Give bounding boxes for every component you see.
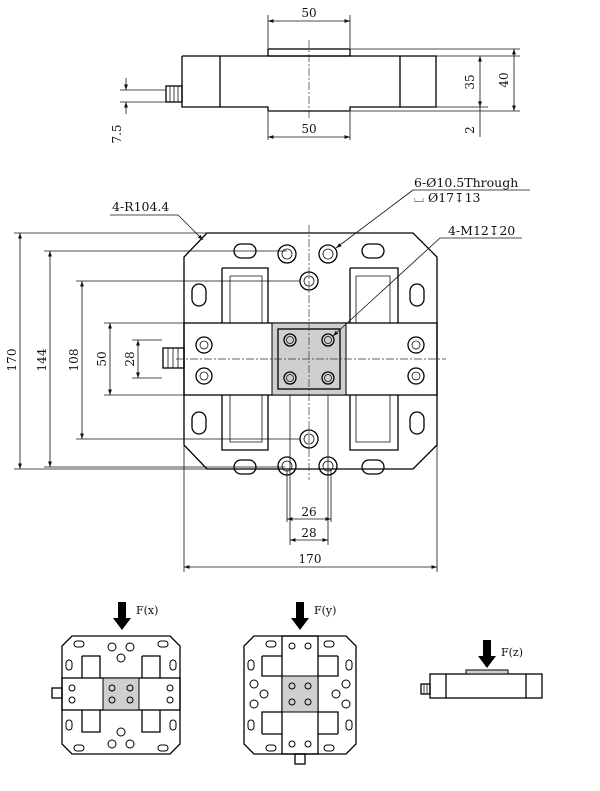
load-case-fx: F(x)	[51, 602, 181, 755]
dim-2: 2	[463, 126, 477, 134]
dim-28-left: 28	[123, 351, 137, 366]
side-view: 50 50 35 40 2 7.5	[110, 6, 520, 144]
dim-108: 108	[67, 349, 81, 372]
dim-40: 40	[497, 72, 511, 87]
label-fy: F(y)	[314, 604, 336, 617]
radius-note: 4-R104.4	[112, 199, 169, 214]
dim-50-left: 50	[95, 351, 109, 366]
label-fx: F(x)	[136, 604, 158, 617]
label-fz: F(z)	[501, 646, 523, 659]
load-case-fy: F(y)	[243, 602, 357, 765]
hole-note-line1: 6-Ø10.5Through	[414, 175, 518, 190]
load-case-fz: F(z)	[420, 640, 543, 699]
dim-144: 144	[35, 348, 49, 371]
plan-view: 170 144 108 50 28 26 28 170 4-R104.4	[5, 175, 530, 572]
threaded-holes	[283, 333, 335, 385]
dim-170-left: 170	[5, 349, 19, 372]
dim-170-bottom: 170	[299, 552, 322, 566]
dim-28-bottom: 28	[301, 526, 316, 540]
dim-bottom-50: 50	[301, 122, 316, 136]
thread-note: 4-M12↧20	[448, 223, 515, 238]
dim-top-50: 50	[301, 6, 316, 20]
dim-35: 35	[463, 74, 477, 89]
hole-note-line2: ⌴ Ø17↧13	[414, 190, 481, 205]
dim-26: 26	[301, 505, 316, 519]
dim-7-5: 7.5	[110, 124, 124, 143]
